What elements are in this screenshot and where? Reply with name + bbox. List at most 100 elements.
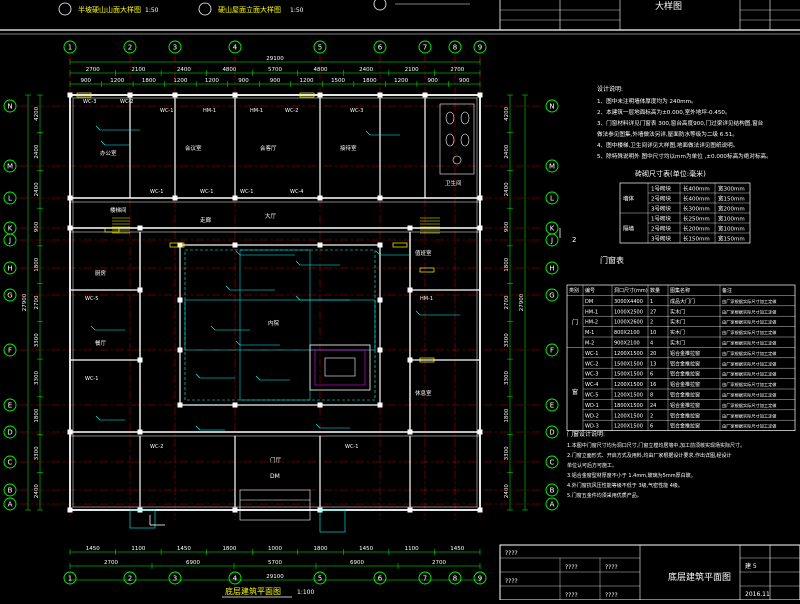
dimension-text: 29100 bbox=[266, 56, 284, 62]
door-table-cell: 27 bbox=[650, 309, 656, 315]
grid-bubble-label: M bbox=[549, 163, 555, 171]
door-group-label: 门 bbox=[572, 319, 578, 327]
door-table-cell: 铝合金推拉窗 bbox=[670, 412, 700, 419]
door-table-header: 类别 bbox=[569, 287, 579, 294]
brick-table-cell: 长200mm bbox=[683, 225, 710, 233]
door-table-cell: 2 bbox=[650, 413, 653, 419]
grid-bubble-label: D bbox=[549, 429, 554, 437]
dimension-text: 6900 bbox=[186, 560, 200, 566]
window-label: WC-1 bbox=[240, 189, 253, 195]
plan-caption: 底层建筑平面图 1:100 bbox=[222, 586, 314, 598]
room-label: 大厅 bbox=[265, 212, 277, 220]
grid-bubble-icon bbox=[123, 40, 137, 54]
annotation-leader bbox=[415, 310, 421, 316]
dimension-text: 2100 bbox=[405, 67, 419, 73]
annotation-leader bbox=[225, 285, 231, 291]
grid-bubble-label: K bbox=[550, 225, 555, 233]
door-table-cell: 实木门 bbox=[670, 308, 685, 315]
grid-bubble-icon bbox=[545, 261, 559, 275]
grid-bubble-label: F bbox=[550, 347, 554, 355]
dimension-text: 2700 bbox=[504, 295, 510, 309]
door-table-cell: WC-3 bbox=[585, 372, 598, 378]
column-mark bbox=[377, 242, 383, 248]
column-mark bbox=[137, 287, 143, 293]
grid-bubble-label: 3 bbox=[173, 44, 177, 52]
dimension-text: 2100 bbox=[131, 67, 145, 73]
dimension-text: 900 bbox=[238, 78, 249, 84]
dimension-text: 6900 bbox=[350, 560, 364, 566]
grid-bubble-label: 5 bbox=[318, 44, 322, 52]
grid-bubble-label: 8 bbox=[453, 44, 457, 52]
column-mark bbox=[172, 92, 178, 98]
window-label: WC-1 bbox=[160, 108, 173, 114]
plan-annotations bbox=[76, 92, 460, 431]
dimension-text: 900 bbox=[81, 78, 92, 84]
annotation-leader bbox=[90, 325, 96, 331]
dimension-text: 3300 bbox=[504, 446, 510, 460]
window-label: WC-2 bbox=[150, 444, 163, 450]
door-table-cell: 实木门 bbox=[670, 329, 685, 336]
design-note-line: 2、本建筑一层地面标高为±0.000,室外地坪-0.450。 bbox=[597, 108, 731, 116]
door-table-cell: 1800X1500 bbox=[614, 403, 643, 409]
grid-bubble-icon bbox=[473, 571, 487, 585]
design-note-line: 1、图中未注明墙体厚度均为 240mm。 bbox=[597, 97, 697, 105]
door-table-cell: 铝合金推拉窗 bbox=[670, 392, 700, 399]
column-mark bbox=[477, 92, 483, 98]
grid-bubble-icon bbox=[448, 40, 462, 54]
section-marker: 2 bbox=[149, 228, 576, 526]
grid-bubble-label: N bbox=[549, 103, 554, 111]
design-note-line: 5、除特殊说明外 图中尺寸均以mm为单位 ,±0.000标高为绝对标高。 bbox=[597, 152, 772, 160]
annotation-leader bbox=[195, 373, 201, 379]
column-mark bbox=[377, 347, 383, 353]
dimension-text: 5700 bbox=[268, 560, 282, 566]
window-mark bbox=[169, 242, 185, 248]
grid-bubble-label: A bbox=[8, 501, 13, 509]
door-table-cell: 铝合金推拉窗 bbox=[670, 350, 700, 357]
door-table-cell: 1000X2600 bbox=[614, 320, 643, 326]
title-block: 底层建筑平面图 建 5 2016.11 ????????????????????… bbox=[499, 544, 800, 601]
door-table-cell: 由厂家根据实际尺寸加工定做 bbox=[722, 319, 777, 326]
annotation-leader bbox=[210, 325, 216, 331]
grid-bubble-label: J bbox=[550, 237, 553, 245]
door-table-cell: 1500X1500 bbox=[614, 361, 643, 367]
dimension-text: 2400 bbox=[34, 484, 40, 498]
grid-bubble-label: 2 bbox=[128, 575, 132, 583]
stair-left bbox=[112, 217, 130, 234]
dimension-text: 27900 bbox=[519, 293, 525, 311]
grid-bubble-label: K bbox=[8, 225, 13, 233]
grid-bubble-label: 7 bbox=[423, 575, 427, 583]
grid-bubble-label: H bbox=[549, 265, 554, 273]
grid-bubble-label: B bbox=[8, 487, 13, 495]
dimension-text: 1450 bbox=[359, 546, 373, 552]
window-mark bbox=[76, 92, 92, 98]
dimension-text: 900 bbox=[34, 221, 40, 232]
column-mark bbox=[67, 225, 73, 231]
window-label: HM-1 bbox=[420, 296, 433, 302]
room-label: 休息室 bbox=[415, 389, 432, 397]
door-table-cell: 1200X1500 bbox=[614, 393, 643, 399]
entrance-steps bbox=[129, 489, 346, 533]
door-table-cell: 由厂家根据实际尺寸加工定做 bbox=[722, 350, 777, 357]
window-label: WC-2 bbox=[120, 99, 133, 105]
dimension-text: 1200 bbox=[173, 78, 187, 84]
grid-bubble-label: 2 bbox=[128, 44, 132, 52]
title-block-cell: ???? bbox=[565, 592, 578, 599]
grid-bubble-icon bbox=[3, 483, 17, 497]
grid-bubble-label: 4 bbox=[233, 44, 238, 52]
column-mark bbox=[232, 242, 238, 248]
brick-table-title: 砖砌尺寸表(单位:毫米) bbox=[635, 169, 706, 178]
column-mark bbox=[377, 195, 383, 201]
dimension-text: 1100 bbox=[405, 546, 419, 552]
door-table-cell: 16 bbox=[650, 382, 656, 388]
door-table-cell: 由厂家根据实际尺寸加工定做 bbox=[722, 402, 777, 409]
door-table-cell: 铝合金推拉窗 bbox=[670, 402, 700, 409]
column-mark bbox=[232, 195, 238, 201]
door-table-cell: DM bbox=[585, 299, 593, 305]
right-dimension-lines: 4200240024009001800270033003300180033002… bbox=[504, 94, 528, 511]
